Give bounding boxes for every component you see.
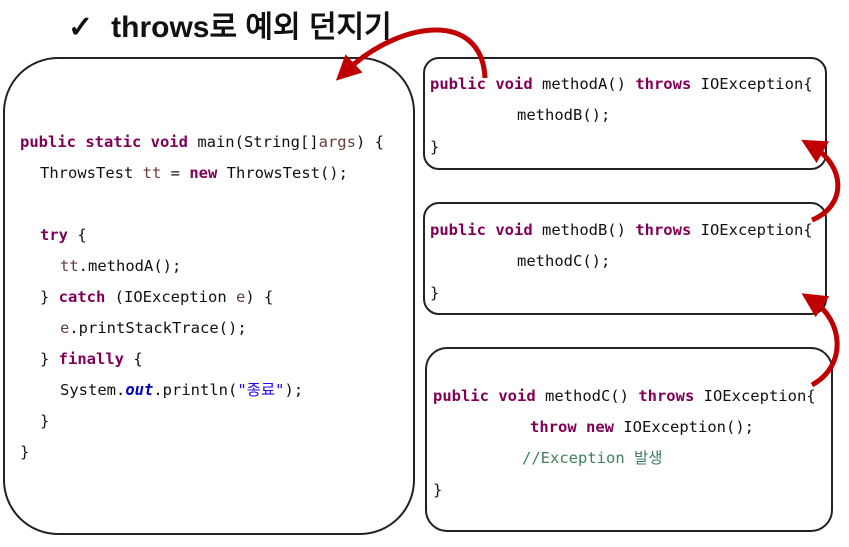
method-c-comment: //Exception 발생 [522,449,663,467]
arrow-method-c-to-method-b [801,293,840,388]
slide-title: ✓ throws로 예외 던지기 [68,2,392,46]
method-b-box [423,202,827,315]
main-catch-line: } catch (IOException e) { [40,288,274,306]
main-method-box [3,57,415,535]
checkmark-icon: ✓ [68,11,94,44]
method-c-signature: public void methodC() throws IOException… [433,387,816,405]
main-close-method-line: } [20,443,30,461]
main-print-stack-trace-line: e.printStackTrace(); [60,319,247,337]
method-c-throw-line: throw new IOException(); [530,418,754,436]
method-c-box [425,347,833,532]
method-b-body: methodC(); [517,252,611,270]
arrow-method-a-to-main [335,27,488,81]
main-close-finally-line: } [40,412,50,430]
arrow-method-b-to-method-a [801,139,841,223]
method-c-close: } [433,481,443,499]
main-finally-line: } finally { [40,350,143,368]
main-new-instance-line: ThrowsTest tt = new ThrowsTest(); [40,164,348,182]
main-println-line: System.out.println("종료"); [60,381,304,399]
method-a-close: } [430,138,440,156]
method-b-close: } [430,284,440,302]
method-b-signature: public void methodB() throws IOException… [430,221,813,239]
main-try-line: try { [40,226,87,244]
main-signature-line: public static void main(String[]args) { [20,133,384,151]
method-a-signature: public void methodA() throws IOException… [430,75,813,93]
title-text: throws로 예외 던지기 [111,11,392,44]
method-a-box [423,57,827,170]
main-call-method-a-line: tt.methodA(); [60,257,182,275]
method-a-body: methodB(); [517,106,611,124]
